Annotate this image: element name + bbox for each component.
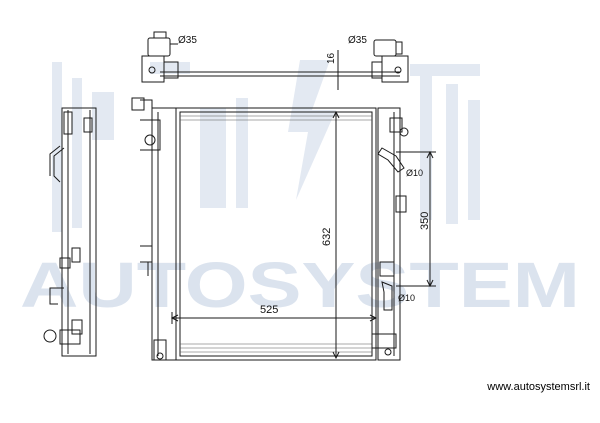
top-offset-label: 16: [326, 52, 337, 64]
port-spacing-label: 350: [419, 212, 431, 230]
watermark-text: AUTOSYSTEM: [20, 249, 580, 321]
side-upper-hose: [53, 147, 65, 183]
height-dimension: [332, 110, 340, 360]
top-left-diameter-label: Ø35: [178, 35, 197, 46]
left-upper-fitting: [144, 134, 156, 146]
radiator-fins: [180, 115, 372, 353]
side-view-outline: [61, 107, 97, 357]
website-url[interactable]: www.autosystemsrl.it: [487, 381, 590, 393]
right-top-inlet: [371, 39, 409, 83]
upper-port-diameter-label: Ø10: [406, 168, 423, 178]
left-bottom-pin: [156, 352, 164, 360]
side-drain-plug: [43, 329, 57, 343]
front-view: [131, 97, 436, 361]
filler-cap: [131, 97, 145, 111]
width-dimension: [170, 312, 378, 324]
height-label: 632: [321, 228, 333, 246]
top-offset-dimension: [330, 50, 346, 90]
top-view: [141, 31, 409, 90]
right-upper-port: [377, 147, 405, 173]
left-top-inlet: [141, 31, 179, 83]
watermark: AUTOSYSTEM: [20, 60, 580, 321]
width-label: 525: [260, 304, 278, 316]
right-tank: [371, 107, 409, 361]
left-tank: [131, 97, 177, 361]
lower-port-diameter-label: Ø10: [398, 293, 415, 303]
port-spacing-dimension: [396, 150, 436, 288]
right-lower-port: [381, 281, 393, 311]
left-bracket: [140, 245, 153, 263]
side-view: [43, 107, 97, 357]
watermark-emblem: [52, 60, 480, 232]
side-lower-hose: [49, 287, 64, 305]
top-right-diameter-label: Ø35: [348, 35, 367, 46]
